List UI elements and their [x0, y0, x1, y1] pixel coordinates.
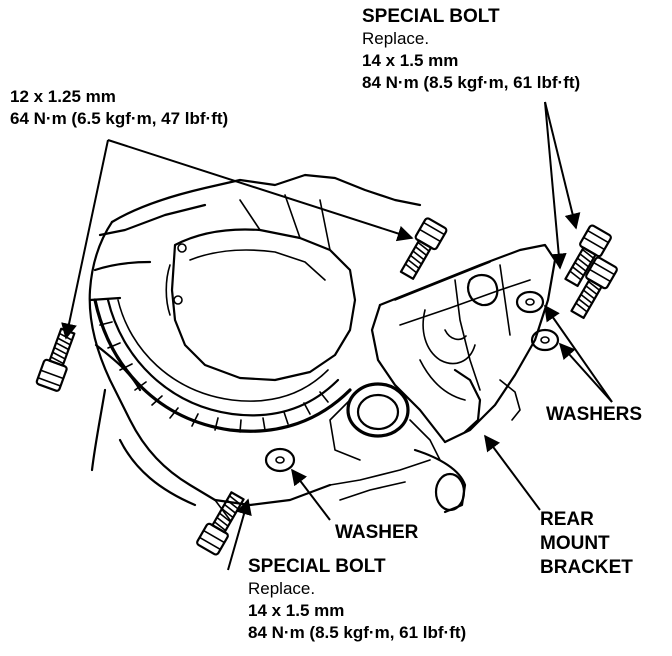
left-bolt-callout: 12 x 1.25 mm 64 N·m (6.5 kgf·m, 47 lbf·f…	[10, 86, 228, 130]
washer-label: WASHER	[335, 522, 419, 543]
special-bolt-right-2	[570, 256, 618, 320]
rear-mount-bracket	[370, 243, 557, 444]
washer-bottom	[264, 447, 296, 473]
special-bolt-bottom	[196, 491, 245, 556]
transmission-housing	[88, 173, 422, 507]
washers-right	[515, 290, 560, 352]
bracket-line-2: MOUNT	[540, 533, 610, 554]
leader-top-bolt-2	[544, 101, 567, 270]
leader-bottom-washer	[291, 468, 331, 521]
bracket-callout: REAR MOUNT BRACKET	[540, 508, 633, 580]
bottom-bolt-size: 14 x 1.5 mm	[248, 601, 345, 620]
top-bolt-note: Replace.	[362, 29, 430, 48]
leader-washer-2	[558, 342, 613, 403]
leader-left-bolt	[61, 139, 109, 340]
washers-label: WASHERS	[546, 404, 643, 425]
left-bolt-torque: 64 N·m (6.5 kgf·m, 47 lbf·ft)	[10, 109, 229, 128]
bottom-bolt-title: SPECIAL BOLT	[248, 556, 386, 577]
top-bolt-size: 14 x 1.5 mm	[362, 51, 459, 70]
bottom-bolt-callout: SPECIAL BOLT Replace. 14 x 1.5 mm 84 N·m…	[248, 556, 466, 644]
top-bolt-torque: 84 N·m (8.5 kgf·m, 61 lbf·ft)	[362, 73, 581, 92]
bottom-bolt-torque: 84 N·m (8.5 kgf·m, 61 lbf·ft)	[248, 623, 467, 642]
bottom-bolt-note: Replace.	[248, 579, 316, 598]
bracket-line-3: BRACKET	[540, 557, 633, 578]
leader-lines	[61, 101, 613, 571]
leader-middle-bolt	[107, 139, 414, 242]
top-bolt-callout: SPECIAL BOLT Replace. 14 x 1.5 mm 84 N·m…	[362, 6, 580, 94]
special-bolt-right-1	[564, 224, 612, 288]
upper-middle-bolt	[399, 217, 448, 280]
output-boss	[329, 382, 467, 514]
bracket-line-1: REAR	[540, 509, 594, 530]
bellhousing-arc	[93, 298, 352, 433]
leader-washer-1	[544, 304, 613, 403]
top-bolt-title: SPECIAL BOLT	[362, 6, 500, 27]
leader-top-bolt-1	[544, 101, 581, 230]
left-bolt-size: 12 x 1.25 mm	[10, 87, 116, 106]
housing-pocket	[165, 194, 357, 382]
leader-bottom-bolt	[227, 498, 252, 571]
leader-bracket	[484, 434, 541, 511]
left-bolt	[35, 327, 76, 392]
